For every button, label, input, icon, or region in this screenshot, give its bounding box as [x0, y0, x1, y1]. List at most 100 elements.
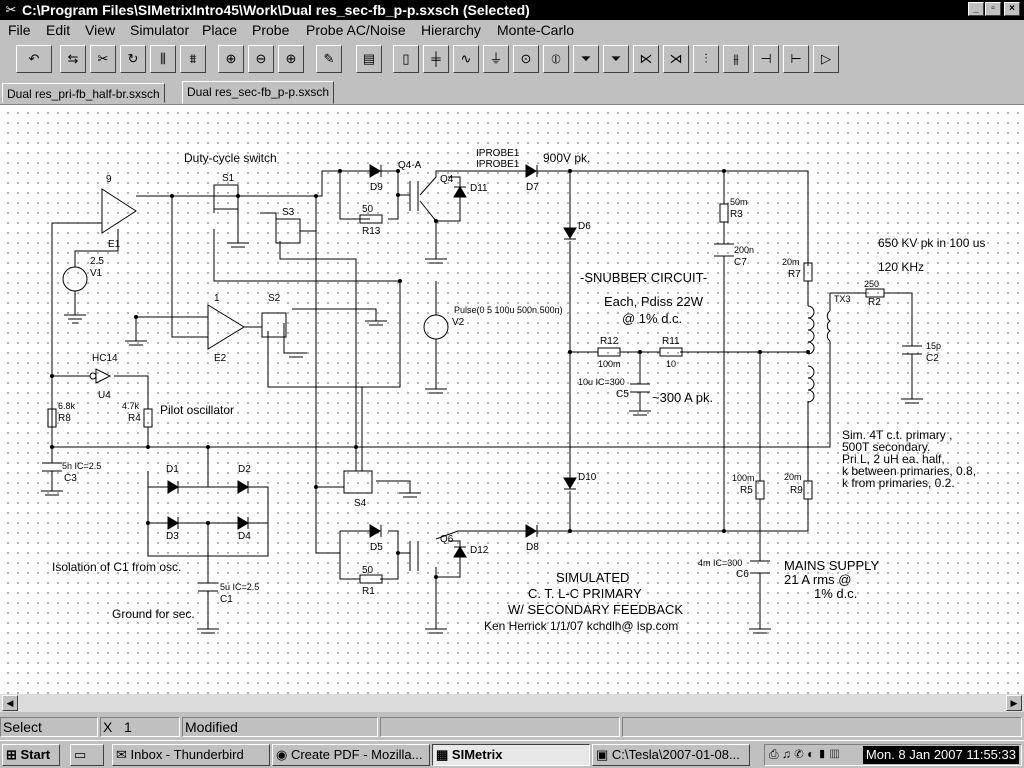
menu-monte-carlo[interactable]: Monte-Carlo: [497, 22, 575, 38]
title-bar: ✂ C:\Program Files\SIMetrixIntro45\Work\…: [0, 0, 1024, 20]
task-simetrix[interactable]: ▦ SIMetrix: [432, 744, 590, 766]
current-source-icon[interactable]: ⦶: [543, 45, 569, 73]
task-simetrix-label: SIMetrix: [451, 747, 503, 762]
ground-icon[interactable]: ⏚: [483, 45, 509, 73]
r1-label: R1: [362, 586, 375, 597]
delete-wire-icon[interactable]: ⩩: [180, 45, 206, 73]
r11-label: R11: [662, 336, 680, 347]
diode-icon[interactable]: ⏷: [573, 45, 599, 73]
horizontal-scrollbar[interactable]: ◀ ▶: [0, 694, 1024, 712]
d10-label: D10: [578, 472, 597, 483]
menu-edit[interactable]: Edit: [46, 22, 71, 38]
wire-pencil-icon[interactable]: ✎: [316, 45, 342, 73]
menu-hierarchy[interactable]: Hierarchy: [421, 22, 481, 38]
tray-icons[interactable]: ⎙ ♫ ✆ ◐ ▮ ▥: [769, 747, 840, 761]
task-thunderbird[interactable]: ✉ Inbox - Thunderbird: [112, 744, 270, 766]
r2-value: 250: [864, 279, 879, 289]
bus-icon[interactable]: ⫼: [150, 45, 176, 73]
jfet-icon[interactable]: ⊣: [753, 45, 779, 73]
schematic-drawing: Duty-cycle switch Pilot oscillator Isola…: [41, 148, 985, 634]
voltage-source-icon[interactable]: ⊙: [513, 45, 539, 73]
d6-label: D6: [578, 221, 591, 232]
jfet-p-icon[interactable]: ⊢: [783, 45, 809, 73]
opamp-icon[interactable]: ▷: [813, 45, 839, 73]
nmos-icon[interactable]: ⫶: [693, 45, 719, 73]
toolbar: ↶ ⇆ ✂ ↻ ⫼ ⩩ ⊕ ⊖ ⊕ ✎ ▤ ▯ ╪ ∿ ⏚ ⊙ ⦶ ⏷ ⏷ ⋉ …: [0, 40, 1024, 80]
netlist-icon[interactable]: ▤: [356, 45, 382, 73]
status-bar: Select X 1 Modified: [0, 712, 1024, 740]
e2-pin-label: 1: [214, 293, 220, 304]
undo-icon[interactable]: ↶: [16, 45, 52, 73]
start-button[interactable]: ⊞ Start: [2, 744, 60, 766]
app-icon[interactable]: ✂: [5, 2, 17, 17]
close-button[interactable]: ×: [1004, 2, 1020, 16]
c3-label: C3: [64, 473, 77, 484]
status-x: X 1: [100, 717, 180, 737]
menu-place[interactable]: Place: [202, 22, 238, 38]
task-explorer[interactable]: ▣ C:\Tesla\2007-01-08...: [592, 744, 750, 766]
clock[interactable]: Mon. 8 Jan 2007 11:55:33: [862, 746, 1019, 764]
status-modified: Modified: [182, 717, 378, 737]
cut-icon[interactable]: ✂: [90, 45, 116, 73]
task-mozilla[interactable]: ◉ Create PDF - Mozilla...: [272, 744, 430, 766]
title-label-2: C. T. L-C PRIMARY: [528, 586, 642, 601]
redo-icon[interactable]: ↻: [120, 45, 146, 73]
r8-value: 6.8k: [58, 401, 76, 411]
d7-label: D7: [526, 182, 539, 193]
zoom-in-icon[interactable]: ⊕: [278, 45, 304, 73]
r2-label: R2: [868, 297, 881, 308]
capacitor-icon[interactable]: ╪: [423, 45, 449, 73]
r11-value: 10: [666, 359, 676, 369]
c3-value: 5n IC=2.5: [62, 461, 101, 471]
pulse-label: Pulse(0 5 100u 500n 500n): [454, 305, 563, 315]
menu-file[interactable]: File: [8, 22, 31, 38]
menu-simulator[interactable]: Simulator: [130, 22, 190, 38]
d5-label: D5: [370, 542, 383, 553]
e2-label: E2: [214, 353, 227, 364]
status-field-empty-1: [380, 717, 620, 737]
menu-probe-ac-noise[interactable]: Probe AC/Noise: [306, 22, 406, 38]
menu-probe[interactable]: Probe: [252, 22, 290, 38]
v1-value: 2.5: [90, 256, 104, 267]
r7-value: 20m: [782, 257, 800, 267]
mains-label-3: 1% d.c.: [814, 586, 857, 601]
pmos-icon[interactable]: ⫵: [723, 45, 749, 73]
schematic-canvas[interactable]: Duty-cycle switch Pilot oscillator Isola…: [0, 104, 1024, 694]
menu-view[interactable]: View: [85, 22, 116, 38]
duty-cycle-label: Duty-cycle switch: [184, 151, 277, 165]
maximize-button[interactable]: ▫: [985, 2, 1001, 16]
r13-value: 50: [362, 204, 374, 215]
pdiss-label-1: Each, Pdiss 22W: [604, 294, 704, 309]
d2-label: D2: [238, 464, 251, 475]
window-title: C:\Program Files\SIMetrixIntro45\Work\Du…: [22, 2, 530, 18]
r8-label: R8: [58, 413, 71, 424]
scroll-left-icon[interactable]: ◀: [2, 695, 18, 711]
s3-label: S3: [282, 207, 295, 218]
minimize-button[interactable]: _: [968, 2, 984, 16]
c5-label: C5: [616, 389, 629, 400]
scroll-right-icon[interactable]: ▶: [1006, 695, 1022, 711]
zoom-out-icon[interactable]: ⊖: [248, 45, 274, 73]
zoom-fit-icon[interactable]: ⊕: [218, 45, 244, 73]
d4-label: D4: [238, 531, 251, 542]
tab-pri-fb[interactable]: Dual res_pri-fb_half-br.sxsch: [2, 83, 165, 103]
khz-label: 120 KHz: [878, 260, 924, 274]
r13-label: R13: [362, 226, 381, 237]
pnp-icon[interactable]: ⋊: [663, 45, 689, 73]
c7-label: C7: [734, 257, 747, 268]
r4-value: 4.7k: [122, 401, 140, 411]
zener-icon[interactable]: ⏷: [603, 45, 629, 73]
d8-label: D8: [526, 542, 539, 553]
npn-icon[interactable]: ⋉: [633, 45, 659, 73]
task-thunderbird-label: Inbox - Thunderbird: [130, 747, 244, 762]
show-desktop-icon[interactable]: ▭: [70, 744, 104, 766]
e1-label: E1: [108, 239, 121, 250]
d1-label: D1: [166, 464, 179, 475]
tab-sec-fb[interactable]: Dual res_sec-fb_p-p.sxsch: [182, 81, 335, 104]
e1-pin-label: 9: [106, 174, 112, 185]
resistor-icon[interactable]: ▯: [393, 45, 419, 73]
rotate-icon[interactable]: ⇆: [60, 45, 86, 73]
inductor-icon[interactable]: ∿: [453, 45, 479, 73]
task-mozilla-label: Create PDF - Mozilla...: [290, 747, 423, 762]
iprobe-label-1: IPROBE1: [476, 148, 520, 159]
